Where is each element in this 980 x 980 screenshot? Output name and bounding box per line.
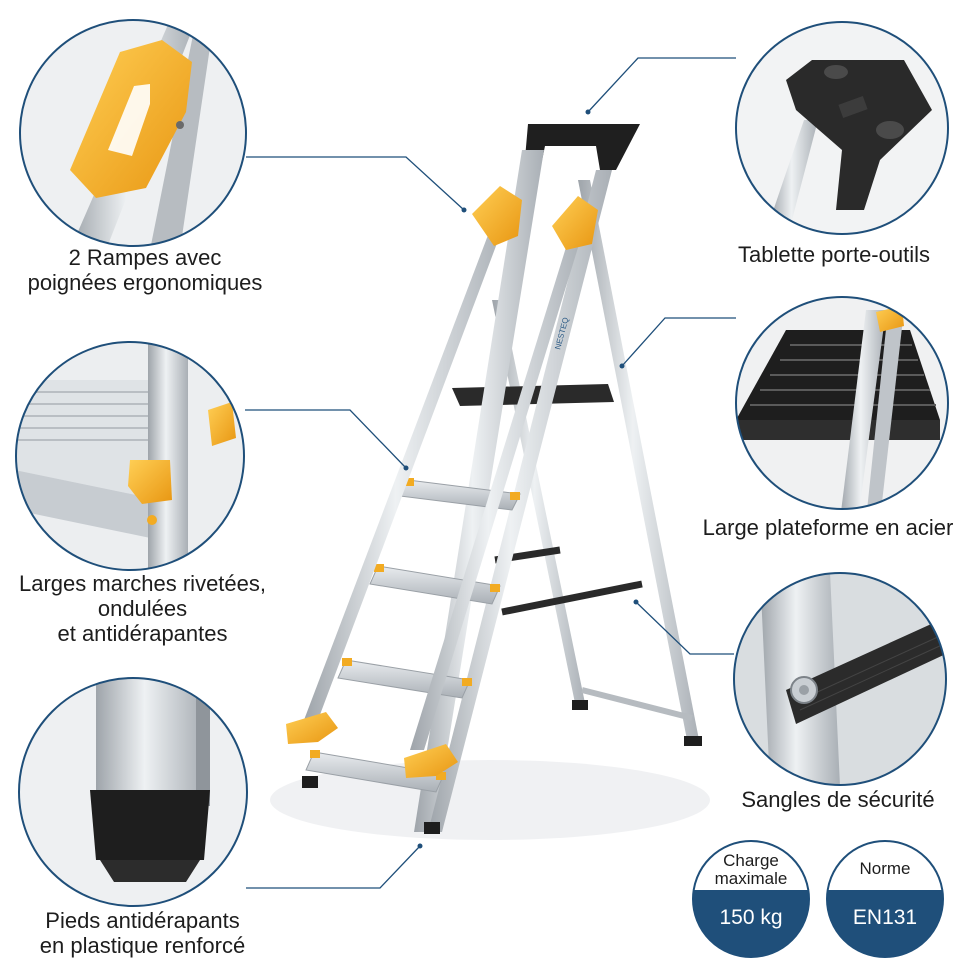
- label-steps: Larges marches rivetées, ondulées et ant…: [0, 571, 285, 646]
- badge-max-load-label: Charge maximale: [701, 852, 801, 888]
- rear-leg-right: [578, 180, 700, 745]
- label-handrails-line1: 2 Rampes avec: [68, 245, 222, 270]
- label-feet-line1: Pieds antidérapants: [45, 908, 240, 933]
- label-handrails: 2 Rampes avec poignées ergonomiques: [5, 245, 285, 295]
- label-straps: Sangles de sécurité: [718, 787, 958, 812]
- handrail-right: [410, 228, 584, 750]
- detail-circle-steps: [15, 341, 245, 571]
- leader-dots: [403, 109, 639, 849]
- handle-grip-left: [472, 186, 522, 246]
- front-stile-right: [428, 170, 612, 832]
- label-straps-line1: Sangles de sécurité: [741, 787, 935, 812]
- detail-circle-feet: [18, 677, 248, 907]
- front-foot-left: [302, 776, 318, 788]
- handle-grip-right: [552, 196, 598, 250]
- safety-strap-lower: [501, 580, 643, 616]
- label-feet-line2: en plastique renforcé: [39, 933, 246, 958]
- label-steps-line3: et antidérapantes: [57, 621, 228, 646]
- label-handrails-line2: poignées ergonomiques: [27, 270, 263, 295]
- badge-max-load-value: 150 kg: [719, 906, 783, 929]
- label-steps-line2: ondulées: [97, 596, 188, 621]
- badge-max-load-label-line1: Charge: [723, 851, 779, 870]
- badge-max-load-label-line2: maximale: [714, 869, 788, 888]
- badge-standard-label: Norme: [859, 859, 911, 878]
- detail-circle-strap: [733, 572, 947, 786]
- badge-standard-value: EN131: [852, 906, 918, 929]
- rear-crossbar: [581, 687, 693, 721]
- label-tool-tray: Tablette porte-outils: [712, 242, 956, 267]
- label-tool-tray-line1: Tablette porte-outils: [738, 242, 930, 267]
- detail-circle-handle: [19, 19, 247, 247]
- tool-tray: [524, 124, 640, 170]
- label-platform-line1: Large plateforme en acier: [702, 515, 954, 540]
- label-platform: Large plateforme en acier: [680, 515, 976, 540]
- leader-lines: [245, 57, 736, 889]
- rear-foot-left: [572, 700, 588, 710]
- ladder: NESTEQ: [286, 124, 702, 834]
- label-steps-line1: Larges marches rivetées,: [19, 571, 266, 596]
- front-foot-right: [424, 822, 440, 834]
- detail-circle-platform: [735, 296, 949, 510]
- detail-circle-tool-tray: [735, 21, 949, 235]
- label-feet: Pieds antidérapants en plastique renforc…: [15, 908, 270, 958]
- handrail-foot-left: [286, 712, 338, 744]
- rear-foot-right: [684, 736, 702, 746]
- handrail-foot-right: [404, 744, 458, 778]
